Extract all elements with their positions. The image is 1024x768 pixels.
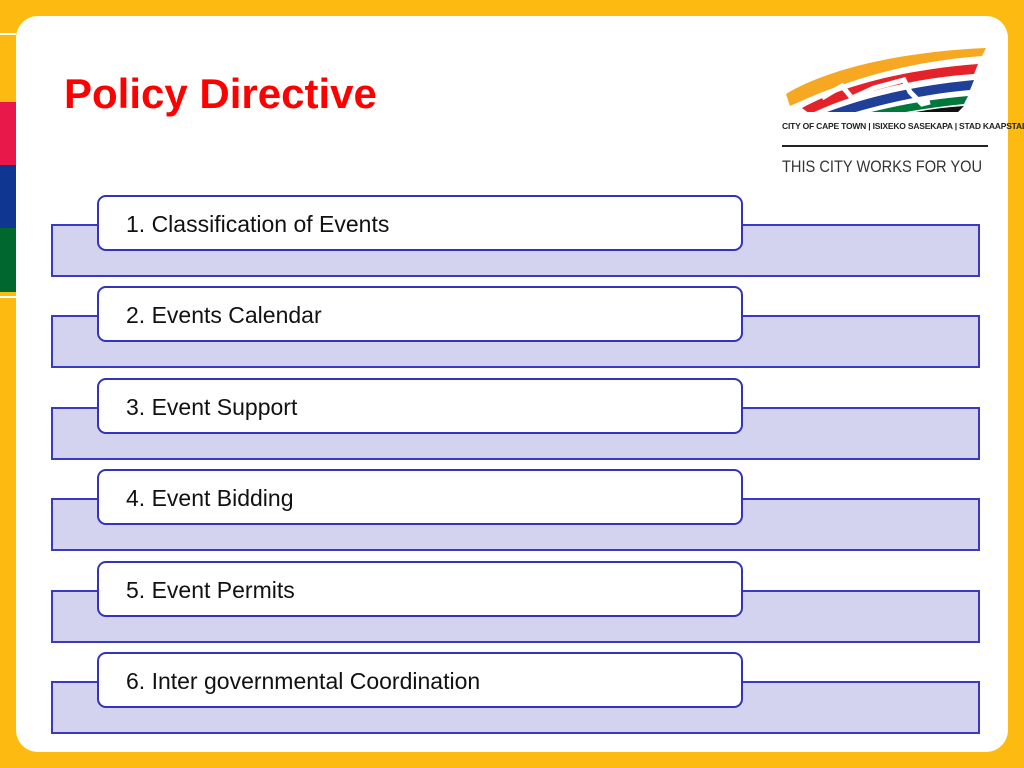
stripe-red [0,102,16,165]
list-item: 1. Classification of Events [97,195,743,251]
divider [0,296,16,298]
stripe-green [0,228,16,292]
city-logo: CITY OF CAPE TOWN | ISIXEKO SASEKAPA | S… [782,42,1024,177]
logo-rule [782,145,988,147]
logo-slogan: THIS CITY WORKS FOR YOU [782,157,983,176]
logo-brush-icon [786,48,986,126]
list-item: 5. Event Permits [97,560,743,617]
list-item: 6. Inter governmental Coordination [97,652,743,708]
page-title: Policy Directive [64,70,377,117]
list-item: 3. Event Support [97,377,743,434]
list-item: 2. Events Calendar [97,286,743,343]
stripe-blue [0,165,16,228]
list-item: 4. Event Bidding [97,469,743,526]
divider [0,33,16,35]
logo-text-cities: CITY OF CAPE TOWN | ISIXEKO SASEKAPA | S… [782,121,1024,131]
